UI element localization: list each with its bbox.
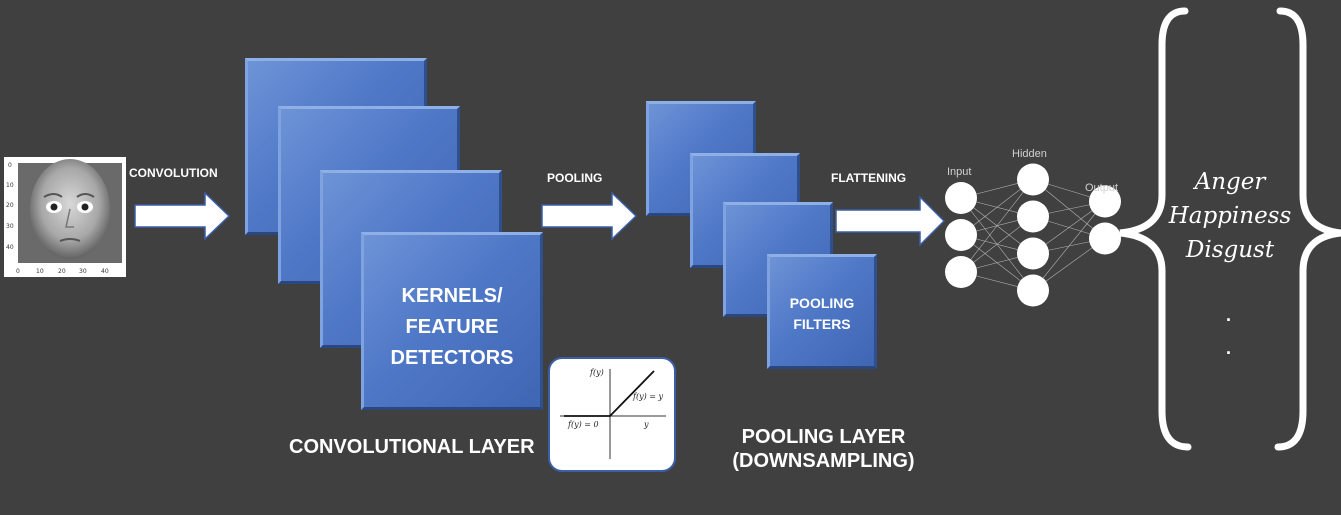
class-braces: [1119, 7, 1341, 451]
x-tick: 0: [16, 268, 20, 275]
pooling-caption-line2: (DOWNSAMPLING): [732, 450, 915, 472]
y-tick: 0: [8, 162, 12, 169]
nn-hidden-node: [1017, 237, 1049, 270]
nn-hidden-node: [1017, 274, 1049, 307]
x-tick: 30: [79, 268, 87, 275]
convolution-arrow: [134, 191, 231, 241]
class-anger: Anger: [1194, 169, 1266, 195]
pooling-caption-line1: POOLING LAYER: [741, 426, 906, 448]
x-tick: 40: [101, 268, 109, 275]
nn-output-node: [1089, 185, 1121, 218]
kernels-line: KERNELS/: [401, 285, 503, 307]
x-tick: 10: [36, 268, 44, 275]
kernels-line: DETECTORS: [390, 347, 514, 369]
nn-hidden-label: Hidden: [1012, 148, 1047, 160]
convolution-label: CONVOLUTION: [129, 166, 218, 180]
relu-pos-label: f(y) = y: [632, 392, 664, 401]
kernels-text: KERNELS/ FEATURE DETECTORS: [364, 281, 540, 374]
pooling-layer-caption: POOLING LAYER (DOWNSAMPLING): [716, 425, 931, 473]
kernels-line: FEATURE: [405, 316, 499, 338]
ellipsis-dot-1: .: [1226, 305, 1232, 325]
convolutional-layer-caption: CONVOLUTIONAL LAYER: [289, 436, 535, 458]
pooling-label: POOLING: [547, 171, 603, 185]
nn-edges: [960, 179, 1106, 291]
neural-network: [945, 163, 1121, 307]
relu-zero-label: f(y) = 0: [567, 420, 599, 429]
nn-output-node: [1089, 222, 1121, 255]
face-plot: 0 10 20 30 40 0 10 20 30 40: [6, 159, 122, 275]
nn-hidden-node: [1017, 200, 1049, 233]
class-happiness: Happiness: [1168, 203, 1292, 229]
left-brace: [1119, 7, 1192, 451]
input-face-image: 0 10 20 30 40 0 10 20 30 40: [4, 157, 126, 277]
relu-plot: f(y) f(y) = y f(y) = 0 y: [548, 357, 676, 472]
y-tick: 20: [6, 202, 14, 209]
nn-input-node: [945, 182, 977, 214]
nn-hidden-node: [1017, 163, 1049, 196]
y-tick: 30: [6, 223, 14, 230]
relu-y-label: f(y): [589, 368, 604, 377]
x-tick: 20: [58, 268, 66, 275]
nn-input-node: [945, 219, 977, 251]
right-brace: [1274, 7, 1341, 451]
pooled-map-4: POOLING FILTERS: [767, 254, 877, 369]
flattening-label: FLATTENING: [831, 171, 907, 185]
class-disgust: Disgust: [1185, 237, 1275, 263]
ellipsis-dot-2: .: [1226, 338, 1232, 358]
nn-edge: [960, 179, 1034, 273]
pooling-filters-line: FILTERS: [793, 316, 851, 332]
relu-x-label: y: [643, 420, 649, 429]
nn-input-label: Input: [947, 166, 972, 178]
nn-edge: [1032, 201, 1106, 291]
pooling-arrow: [541, 191, 638, 241]
y-tick: 10: [6, 182, 14, 189]
nn-nodes: [945, 163, 1121, 307]
class-list: Anger Happiness Disgust: [1160, 165, 1300, 267]
nn-output-label: Output: [1085, 182, 1119, 194]
relu-graph: f(y) f(y) = y f(y) = 0 y: [560, 368, 666, 459]
nn-input-node: [945, 256, 977, 288]
pooling-filters-line: POOLING: [789, 295, 855, 311]
y-tick: 40: [6, 244, 14, 251]
pooling-filters-text: POOLING FILTERS: [770, 293, 874, 335]
flattening-arrow: [835, 195, 946, 247]
feature-map-4: KERNELS/ FEATURE DETECTORS: [361, 232, 543, 410]
